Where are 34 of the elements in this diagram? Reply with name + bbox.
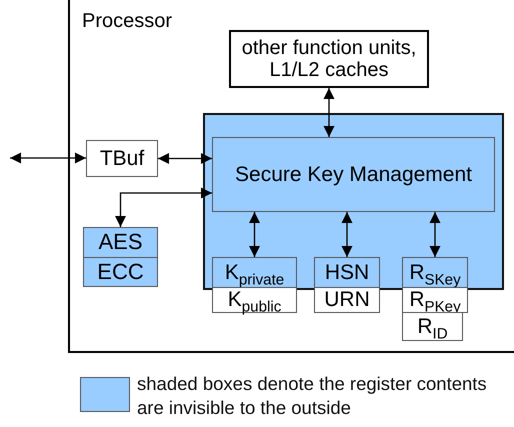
- processor-label: Processor: [82, 10, 172, 32]
- box-label: K$_{private}$: [224, 260, 284, 284]
- register-box: [314, 257, 380, 288]
- box-label: URN: [324, 288, 370, 312]
- register-box: [83, 257, 158, 287]
- box-label: R$_{PKey}$: [409, 288, 461, 312]
- arrow: [342, 212, 352, 257]
- box-label: HSN: [324, 260, 370, 284]
- register-box: [212, 257, 297, 288]
- legend-text: shaded boxes denote the register contents are invisible to the outside: [137, 372, 488, 420]
- arrow: [115, 188, 212, 227]
- box-label: R$_{ID}$: [417, 314, 448, 338]
- register-box: [86, 140, 158, 177]
- arrow: [430, 212, 440, 257]
- box-label: R$_{SKey}$: [409, 260, 461, 284]
- shaded-region: [203, 113, 504, 290]
- register-box: [83, 227, 158, 258]
- box-label: TBuf: [100, 146, 144, 170]
- arrow: [10, 152, 86, 164]
- register-box: [212, 137, 495, 212]
- register-box: [212, 287, 297, 313]
- box-label: ECC: [97, 260, 144, 284]
- arrow: [249, 212, 260, 257]
- box-label: Secure Key Management: [235, 162, 472, 186]
- arrow: [158, 153, 212, 164]
- register-box: [402, 312, 463, 341]
- register-box: [229, 30, 429, 88]
- register-box: [314, 287, 380, 313]
- processor-box: [68, 0, 514, 353]
- register-box: [402, 257, 468, 288]
- box-label: other function units, L1/L2 caches: [240, 37, 418, 81]
- register-box: [402, 287, 468, 313]
- arrow: [324, 88, 334, 137]
- box-label: AES: [98, 230, 143, 255]
